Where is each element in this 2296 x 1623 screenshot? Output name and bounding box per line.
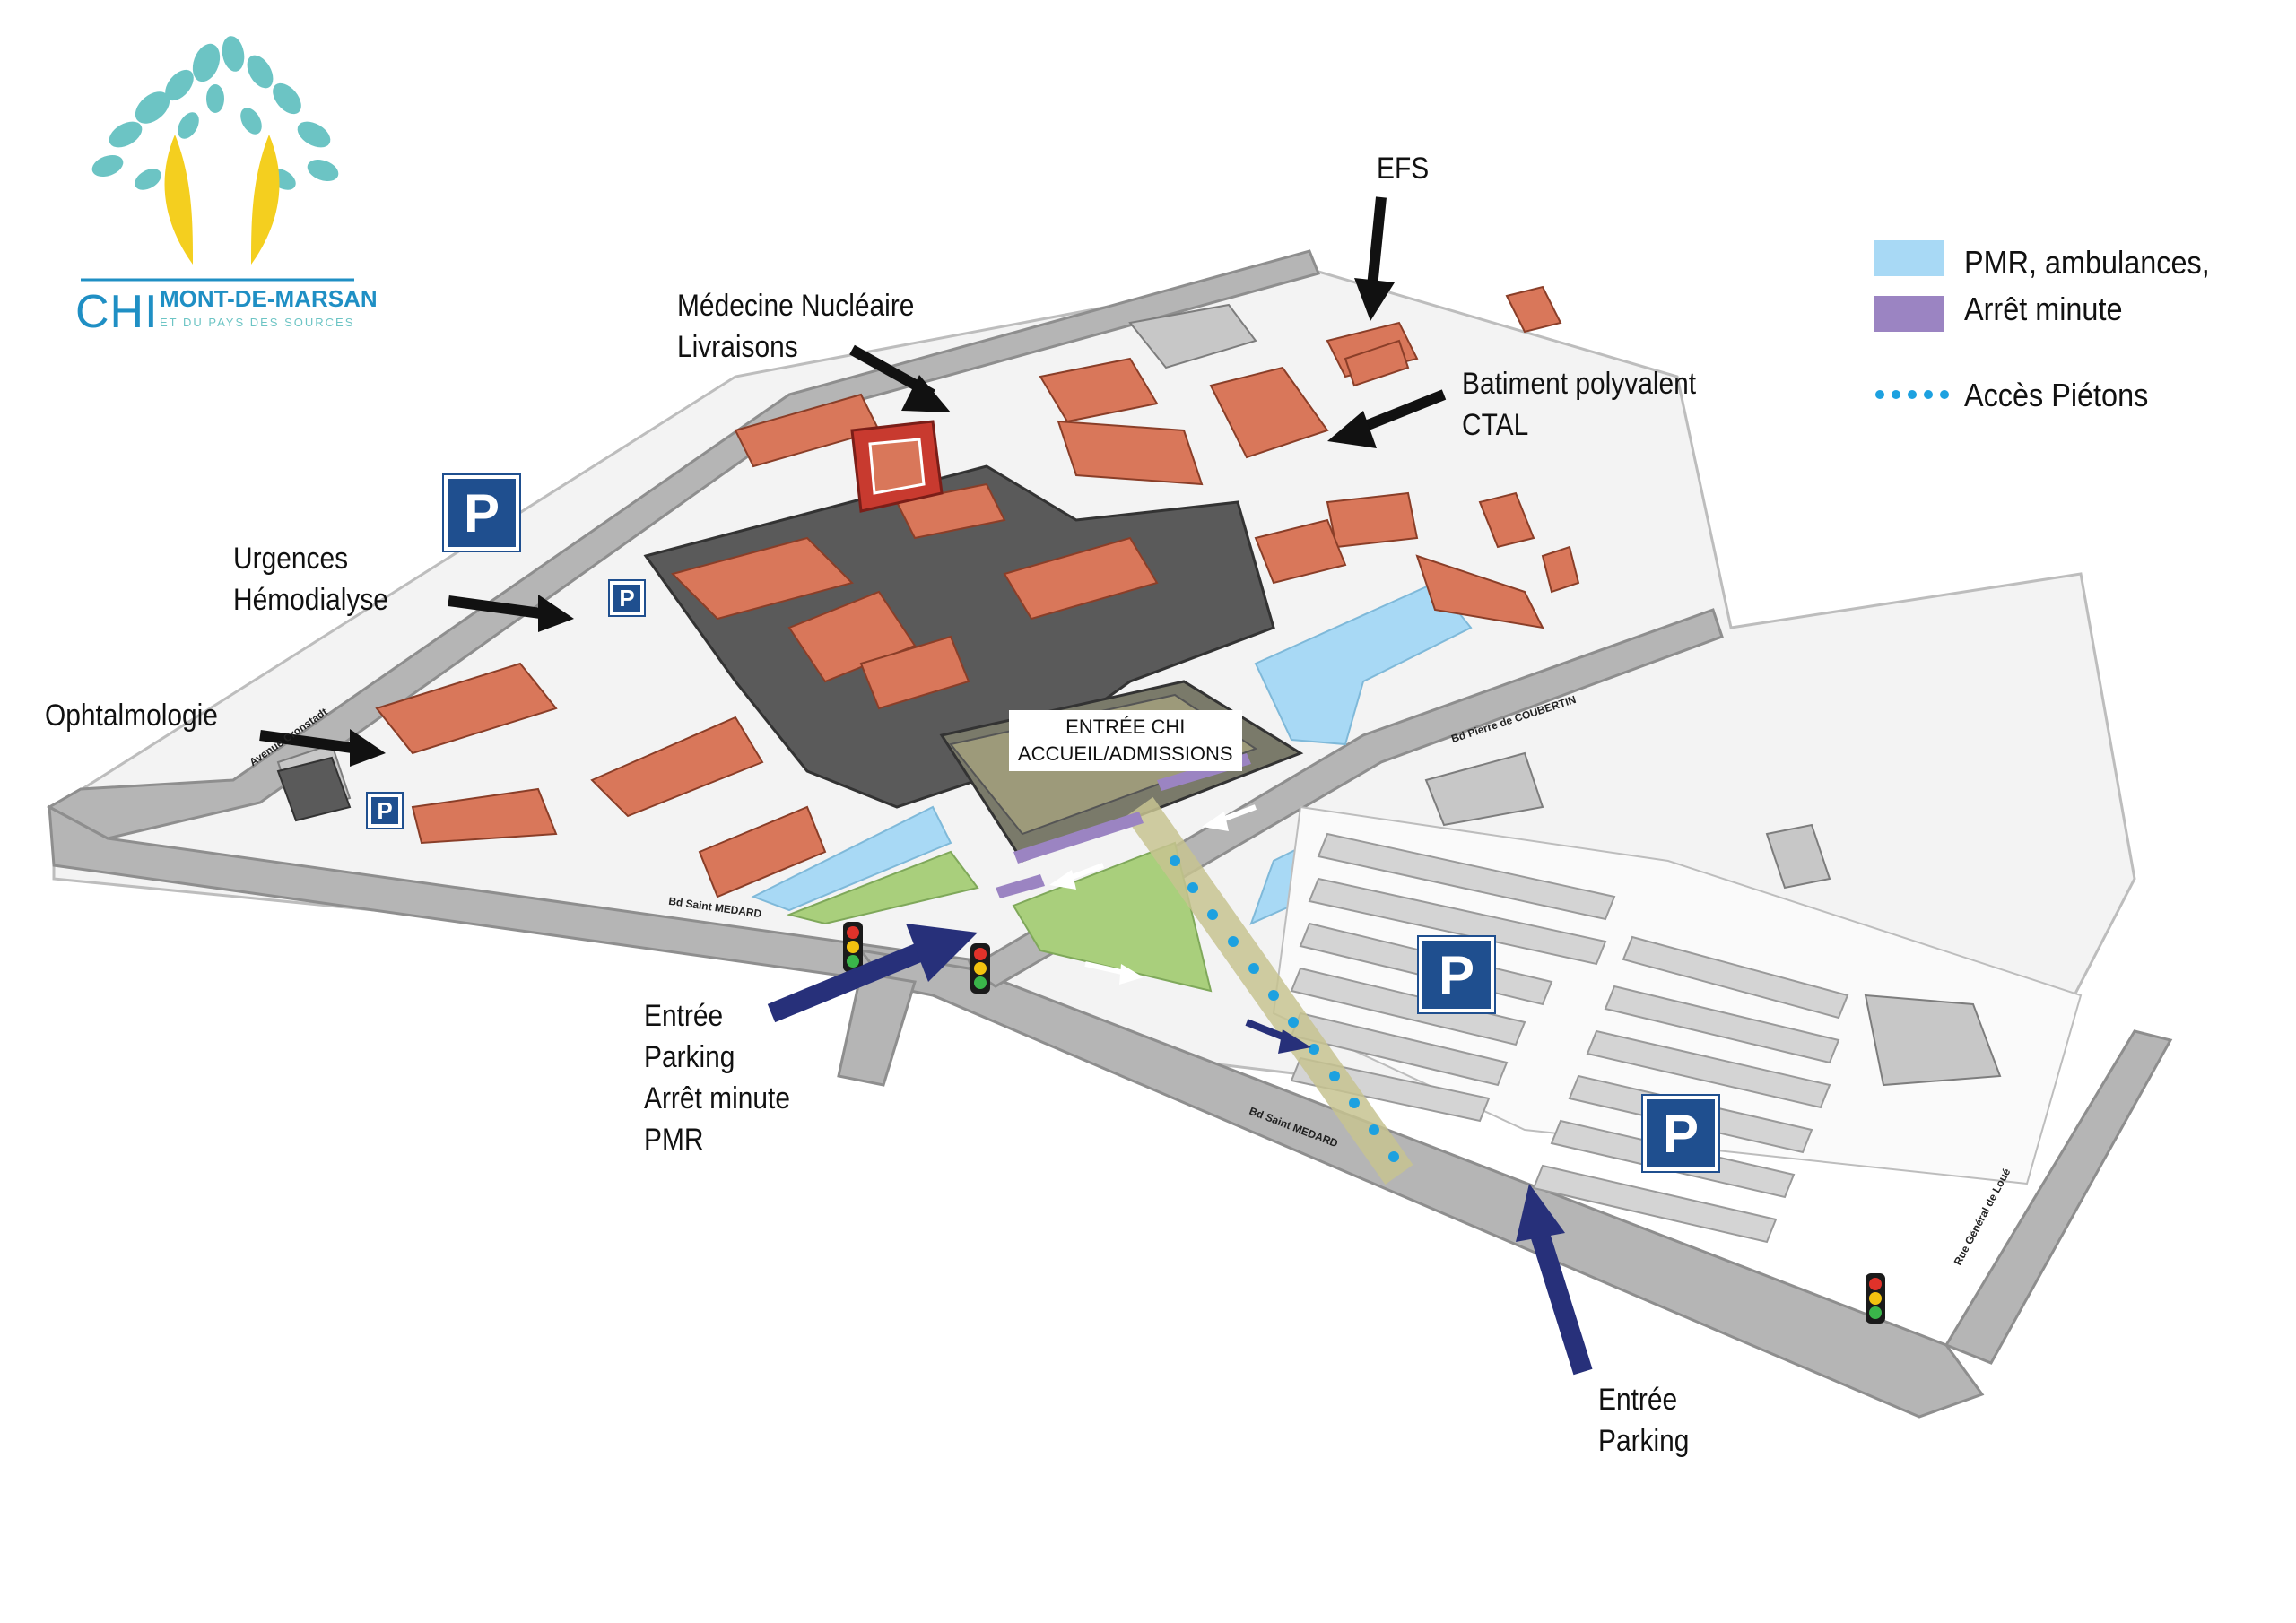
legend-text-pmr: PMR, ambulances,	[1964, 244, 2210, 281]
label-ophtalmologie: Ophtalmologie	[45, 699, 218, 733]
label-entree-chi-line1: ENTRÉE CHI	[1065, 716, 1186, 738]
arrow-batiment	[1327, 389, 1447, 448]
logo-name-line1: MONT-DE-MARSAN	[160, 285, 378, 312]
arrow-entree-parking-pmr	[767, 924, 978, 1023]
arrow-ophtalmologie	[259, 729, 386, 767]
parking-badge-urgences: P	[608, 579, 646, 617]
legend-text-pietons: Accès Piétons	[1964, 377, 2149, 413]
buildings	[276, 285, 2002, 1087]
label-entree-pmr-line4: PMR	[644, 1123, 704, 1157]
label-medecine-line2: Livraisons	[677, 330, 798, 364]
road-avenue-cronstadt	[46, 249, 1321, 840]
arrow-inside-parking	[1245, 1019, 1311, 1054]
label-batiment-polyvalent: Batiment polyvalent CTAL	[1462, 363, 1696, 446]
lawn-triangle	[1012, 841, 1213, 993]
pmr-zones	[751, 581, 1473, 925]
label-urgences-line2: Hémodialyse	[233, 583, 388, 617]
arrow-urgences	[448, 595, 574, 632]
label-entree-parking: Entrée Parking	[1598, 1379, 1689, 1462]
label-entree-pmr-line3: Arrêt minute	[644, 1081, 790, 1115]
road-south-branch	[837, 971, 917, 1087]
legend-text-arret-minute: Arrêt minute	[1964, 291, 2123, 327]
blue-arrows	[767, 924, 1593, 1376]
parking-badge-large-west: P	[442, 473, 521, 552]
legend-swatch-arret-minute	[1874, 296, 1944, 332]
pedestrian-path	[1125, 797, 1413, 1185]
parking-badge-ophtalmologie: P	[366, 792, 404, 829]
parking-lot-east	[1272, 805, 2083, 1244]
traffic-light-1	[843, 922, 863, 972]
label-medecine-line1: Médecine Nucléaire	[677, 289, 915, 323]
label-efs: EFS	[1377, 152, 1430, 186]
arrow-entree-parking	[1516, 1184, 1593, 1376]
label-medecine-nucleaire: Médecine Nucléaire Livraisons	[677, 285, 914, 368]
label-entree-parking-pmr: Entrée Parking Arrêt minute PMR	[644, 995, 790, 1160]
traffic-light-3	[1866, 1273, 1885, 1324]
parking-badge-east-1: P	[1417, 935, 1496, 1014]
label-entree-chi: ENTRÉE CHI ACCUEIL/ADMISSIONS	[1009, 710, 1242, 771]
label-urgences: Urgences Hémodialyse	[233, 538, 388, 621]
logo-name-line2: ET DU PAYS DES SOURCES	[160, 316, 355, 329]
legend-item-pietons: Accès Piétons	[1964, 377, 2169, 414]
black-arrows	[259, 196, 1447, 767]
label-urgences-line1: Urgences	[233, 542, 349, 576]
arrow-efs	[1354, 196, 1395, 321]
traffic-light-2	[970, 943, 990, 994]
legend-item-pmr: PMR, ambulances,	[1964, 244, 2237, 282]
logo-acronym: CHI	[75, 286, 159, 338]
label-entree-pmr-line1: Entrée	[644, 999, 724, 1033]
legend-swatch-pmr	[1874, 240, 1944, 276]
arrow-medecine	[849, 344, 951, 412]
road-rue-general-de-loue	[1944, 1029, 2173, 1365]
lawn-west	[786, 850, 979, 925]
pmr-zone-south	[751, 805, 952, 912]
lawns	[786, 841, 1213, 993]
legend-swatch-pietons	[1875, 390, 1949, 399]
legend-item-arret-minute: Arrêt minute	[1964, 291, 2140, 328]
parking-badge-east-2: P	[1641, 1094, 1720, 1173]
label-entree-pmr-line2: Parking	[644, 1040, 735, 1074]
label-batiment-line1: Batiment polyvalent	[1462, 367, 1697, 401]
label-entree-parking-line2: Parking	[1598, 1424, 1690, 1458]
traffic-lights	[843, 922, 1885, 1324]
logo-tree-icon	[81, 36, 354, 282]
label-entree-parking-line1: Entrée	[1598, 1383, 1678, 1417]
label-batiment-line2: CTAL	[1462, 408, 1529, 442]
white-arrows	[1049, 804, 1257, 985]
label-entree-chi-line2: ACCUEIL/ADMISSIONS	[1018, 742, 1233, 765]
